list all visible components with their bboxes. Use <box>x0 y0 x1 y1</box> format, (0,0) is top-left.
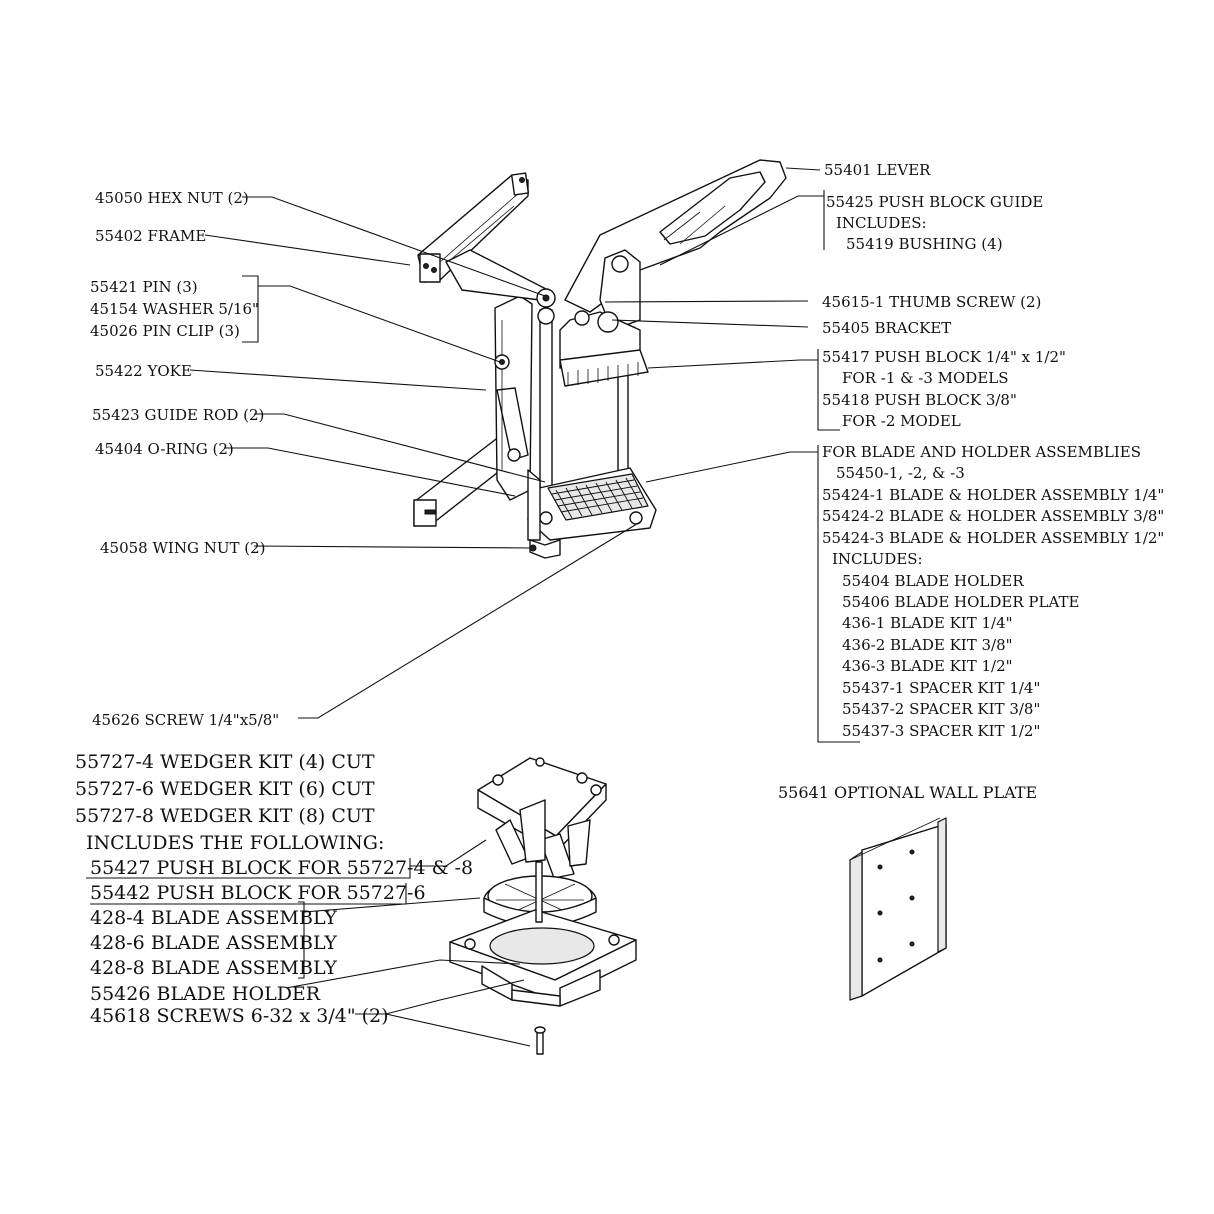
label-frame: 55402 FRAME <box>95 227 206 245</box>
label-blade-assembly-8: 428-8 BLADE ASSEMBLY <box>90 957 337 979</box>
blade-list-line-10: 436-2 BLADE KIT 3/8" <box>842 636 1013 654</box>
label-push-block-38-models: FOR -2 MODEL <box>842 412 961 430</box>
blade-list-line-7: 55404 BLADE HOLDER <box>842 572 1024 590</box>
label-washer: 45154 WASHER 5/16" <box>90 300 259 318</box>
label-push-block-38: 55418 PUSH BLOCK 3/8" <box>822 391 1017 409</box>
label-wedger-includes: INCLUDES THE FOLLOWING: <box>86 832 384 854</box>
cutter-assembly-drawing <box>413 159 787 559</box>
label-o-ring: 45404 O-RING (2) <box>95 440 234 458</box>
blade-list-line-13: 55437-2 SPACER KIT 3/8" <box>842 700 1040 718</box>
label-wedger-kit-8: 55727-8 WEDGER KIT (8) CUT <box>75 805 375 827</box>
label-wedger-push-block-b: 55442 PUSH BLOCK FOR 55727-6 <box>90 882 426 904</box>
label-push-block-14-models: FOR -1 & -3 MODELS <box>842 369 1009 387</box>
label-push-block-guide: 55425 PUSH BLOCK GUIDE <box>826 193 1043 211</box>
label-wing-nut: 45058 WING NUT (2) <box>100 539 266 557</box>
label-blade-assembly-6: 428-6 BLADE ASSEMBLY <box>90 932 337 954</box>
label-hex-nut: 45050 HEX NUT (2) <box>95 189 249 207</box>
leader-lines-wedger <box>86 839 531 1047</box>
label-wedger-blade-holder: 55426 BLADE HOLDER <box>90 983 321 1005</box>
label-lever: 55401 LEVER <box>824 161 931 179</box>
label-optional-wall-plate: 55641 OPTIONAL WALL PLATE <box>778 783 1037 802</box>
label-wedger-kit-4: 55727-4 WEDGER KIT (4) CUT <box>75 751 375 773</box>
label-pin-clip: 45026 PIN CLIP (3) <box>90 322 240 340</box>
blade-list-line-4: 55424-2 BLADE & HOLDER ASSEMBLY 3/8" <box>822 507 1164 525</box>
blade-list-line-2: 55450-1, -2, & -3 <box>836 464 965 482</box>
callout-labels: 55401 LEVER 55425 PUSH BLOCK GUIDE INCLU… <box>90 161 1066 729</box>
label-wedger-screws: 45618 SCREWS 6-32 x 3/4" (2) <box>90 1005 389 1027</box>
blade-list-line-11: 436-3 BLADE KIT 1/2" <box>842 657 1013 675</box>
label-blade-assembly-4: 428-4 BLADE ASSEMBLY <box>90 907 337 929</box>
label-push-block-14: 55417 PUSH BLOCK 1/4" x 1/2" <box>822 348 1066 366</box>
label-wedger-kit-6: 55727-6 WEDGER KIT (6) CUT <box>75 778 375 800</box>
blade-assembly-list: FOR BLADE AND HOLDER ASSEMBLIES 55450-1,… <box>822 443 1164 740</box>
label-screw: 45626 SCREW 1/4"x5/8" <box>92 711 279 729</box>
wedger-kit-drawing <box>449 757 637 1055</box>
blade-list-line-9: 436-1 BLADE KIT 1/4" <box>842 614 1013 632</box>
label-guide-rod: 55423 GUIDE ROD (2) <box>92 406 264 424</box>
label-push-block-guide-includes: INCLUDES: <box>836 214 927 232</box>
blade-list-line-3: 55424-1 BLADE & HOLDER ASSEMBLY 1/4" <box>822 486 1164 504</box>
label-thumb-screw: 45615-1 THUMB SCREW (2) <box>822 293 1041 311</box>
label-pin: 55421 PIN (3) <box>90 278 198 296</box>
blade-list-line-12: 55437-1 SPACER KIT 1/4" <box>842 679 1040 697</box>
label-wedger-push-block-a: 55427 PUSH BLOCK FOR 55727-4 & -8 <box>90 857 473 879</box>
wall-plate-drawing <box>849 817 947 1001</box>
blade-list-line-8: 55406 BLADE HOLDER PLATE <box>842 593 1079 611</box>
blade-list-line-5: 55424-3 BLADE & HOLDER ASSEMBLY 1/2" <box>822 529 1164 547</box>
blade-list-line-1: FOR BLADE AND HOLDER ASSEMBLIES <box>822 443 1141 461</box>
label-bushing: 55419 BUSHING (4) <box>846 235 1003 253</box>
blade-list-line-14: 55437-3 SPACER KIT 1/2" <box>842 722 1040 740</box>
leader-lines-main <box>189 167 860 743</box>
label-bracket: 55405 BRACKET <box>822 319 951 337</box>
label-yoke: 55422 YOKE <box>95 362 192 380</box>
blade-list-line-6: INCLUDES: <box>832 550 923 568</box>
wedger-kit-labels: 55727-4 WEDGER KIT (4) CUT 55727-6 WEDGE… <box>75 751 473 1027</box>
